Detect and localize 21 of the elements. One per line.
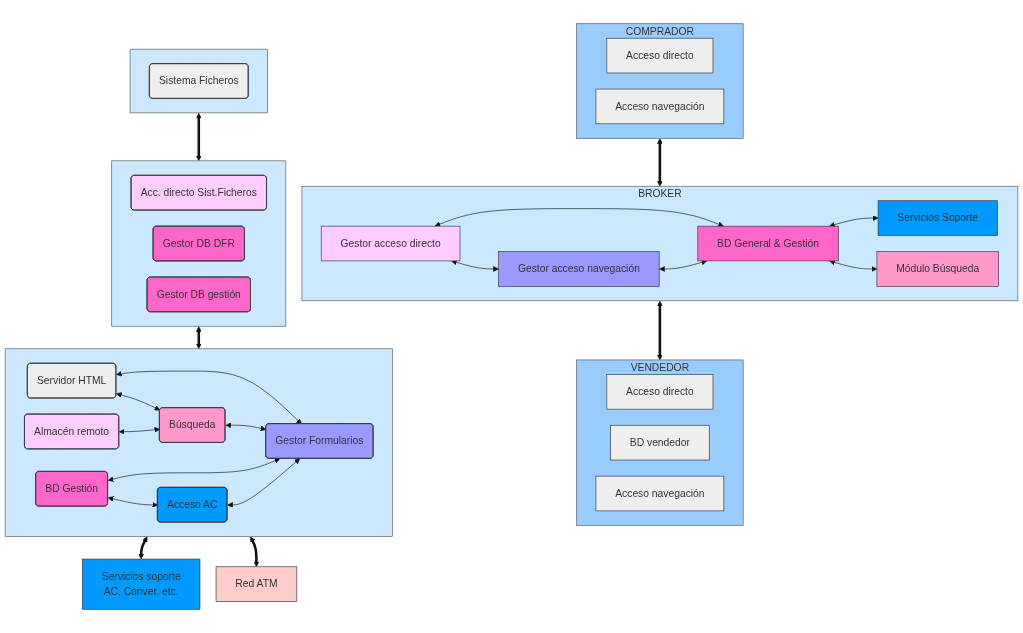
node-box: Gestor acceso directo [320, 225, 461, 262]
arrow [250, 536, 260, 568]
arrow [195, 326, 202, 349]
node-box: Acceso navegación [595, 475, 725, 512]
arrow [657, 138, 663, 187]
cluster [4, 348, 393, 537]
node-box: Acceso navegación [595, 88, 725, 125]
node-box: Servicios Soporte [877, 200, 998, 236]
node-box: Servicios soporte AC, Conver. etc. [82, 558, 201, 610]
arrow [657, 300, 663, 361]
node-box: Acceso directo [606, 374, 714, 410]
node-box: BD General & Gestión [697, 225, 839, 262]
node-box: BD vendedor [610, 424, 710, 461]
cluster [129, 48, 268, 114]
node-box: Red ATM [215, 566, 298, 602]
cluster [111, 160, 287, 327]
node-box: Módulo Búsqueda [876, 251, 999, 287]
arrow [195, 112, 202, 162]
node-box: Acceso directo [606, 37, 714, 74]
node-box: Gestor acceso navegación [498, 251, 660, 287]
arrow [138, 536, 148, 560]
